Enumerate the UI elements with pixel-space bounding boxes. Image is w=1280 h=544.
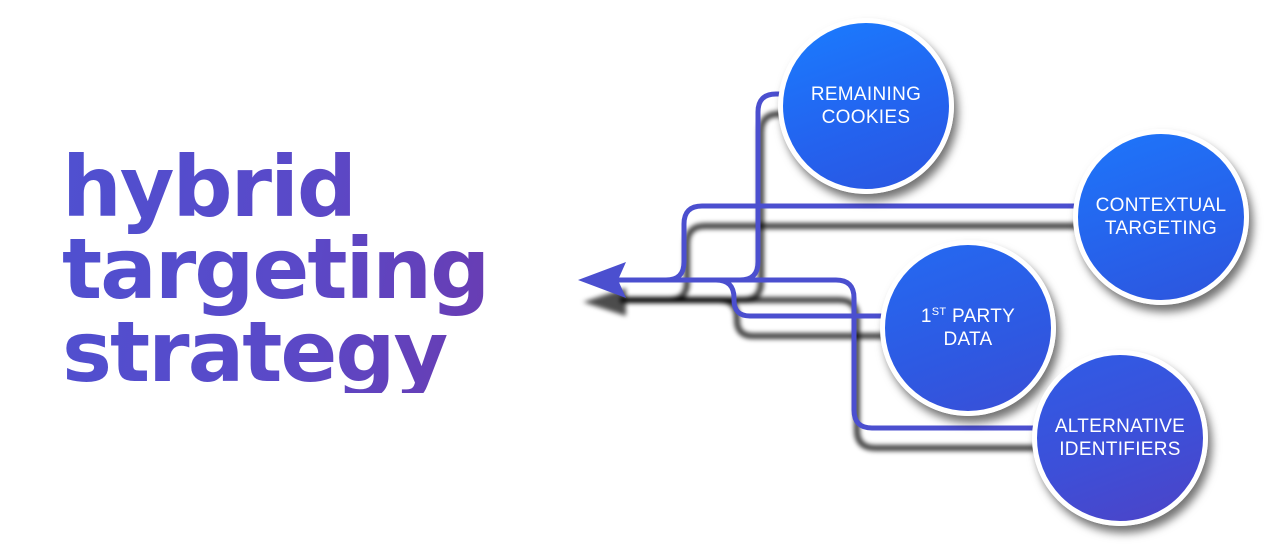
- node-label-line-1: REMAINING: [810, 84, 922, 105]
- node-remaining-cookies: REMAINING COOKIES: [778, 18, 954, 194]
- node-alternative-identifiers: ALTERNATIVE IDENTIFIERS: [1032, 350, 1208, 526]
- node-label-line-2: IDENTIFIERS: [1059, 439, 1181, 460]
- node-label-line-2: COOKIES: [821, 107, 911, 128]
- node-label-line-2: TARGETING: [1104, 218, 1218, 239]
- node-label-line-2: DATA: [943, 329, 993, 350]
- node-label-line-1: ALTERNATIVE: [1054, 416, 1186, 437]
- ordinal-number: 1: [920, 306, 932, 327]
- node-label: REMAINING COOKIES: [805, 83, 927, 129]
- node-label-line-1: 1ST PARTY: [921, 305, 1015, 328]
- node-label: CONTEXTUAL TARGETING: [1090, 194, 1233, 240]
- node-label-line-1-rest: PARTY: [946, 306, 1016, 327]
- node-label-line-1: CONTEXTUAL: [1095, 195, 1227, 216]
- node-contextual-targeting: CONTEXTUAL TARGETING: [1073, 129, 1249, 305]
- ordinal-suffix: ST: [931, 306, 947, 318]
- arrowhead-icon: [578, 262, 626, 298]
- connector-strokes: [617, 91, 1083, 431]
- arrowhead-shadow: [583, 288, 626, 316]
- node-label: 1ST PARTY DATA: [915, 305, 1021, 351]
- node-first-party-data: 1ST PARTY DATA: [880, 240, 1056, 416]
- node-label: ALTERNATIVE IDENTIFIERS: [1049, 415, 1191, 461]
- connector-alternative-identifiers: [617, 277, 1041, 431]
